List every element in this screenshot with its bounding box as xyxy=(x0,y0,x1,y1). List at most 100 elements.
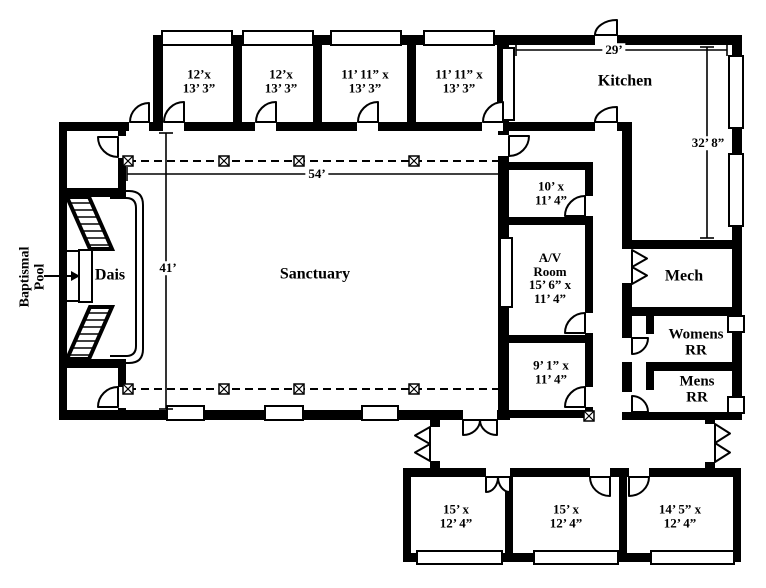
label-storage-10ft: 10’ x 11’ 4” xyxy=(535,179,567,206)
door-arc xyxy=(564,195,586,217)
label-south-room-2: 15’ x 12’ 4” xyxy=(550,502,583,529)
door-openings xyxy=(118,35,715,477)
mens-rr-l2: RR xyxy=(686,389,708,405)
window xyxy=(728,55,744,129)
stairs-lower xyxy=(63,305,116,361)
column-markers xyxy=(122,155,595,422)
column-grid-lines xyxy=(128,160,502,390)
double-door-leaf xyxy=(714,423,731,444)
double-door-leaf xyxy=(631,249,648,268)
wall-sanctuary-top xyxy=(59,122,630,131)
wall-mech-top xyxy=(622,240,742,249)
storage-10ft-dims-l2: 11’ 4” xyxy=(535,192,567,207)
label-classroom-1: 12’x 13’ 3” xyxy=(183,67,216,94)
dimension-sanctuary-depth: 41’ xyxy=(156,261,180,275)
classroom-3-dims-l1: 11’ 11” x xyxy=(341,66,389,82)
double-door-leaf xyxy=(714,442,731,463)
door-arc xyxy=(631,395,649,413)
wall-av-top xyxy=(509,217,593,225)
door-arc xyxy=(508,135,530,157)
south-room-3-dims-l1: 14’ 5” x xyxy=(658,501,702,517)
storage-10ft-dims-l1: 10’ x xyxy=(537,178,565,194)
wall-10ft-top xyxy=(509,162,593,170)
label-baptismal-pool: Baptismal Pool xyxy=(17,246,47,308)
door-arc xyxy=(594,19,618,36)
double-door-leaf xyxy=(414,426,431,445)
door-arc xyxy=(594,106,618,123)
door-arc xyxy=(631,337,649,355)
south-room-3-dims-l2: 12’ 4” xyxy=(663,515,697,530)
door-swings xyxy=(97,19,731,497)
wall-mech-bottom xyxy=(622,307,742,316)
wall-mens-bottom xyxy=(622,412,742,420)
window xyxy=(501,47,515,121)
door-arc xyxy=(357,101,379,123)
womens-rr-l1: Womens xyxy=(668,326,724,343)
door-arc xyxy=(97,386,119,408)
windows xyxy=(161,30,745,565)
window xyxy=(416,550,503,565)
wall-av-bottom xyxy=(509,335,593,343)
window xyxy=(242,30,314,46)
av-room-name-l2: Room xyxy=(533,263,567,279)
room-9ft1-dims-l2: 11’ 4” xyxy=(535,371,567,386)
dimension-kitchen-width: 29’ xyxy=(602,43,626,57)
baptismal-pool-l2: Pool xyxy=(32,263,47,291)
door-arc xyxy=(97,136,119,158)
room-9ft1-dims-l1: 9’ 1” x xyxy=(533,357,569,373)
window xyxy=(533,550,619,565)
wall-class-div3 xyxy=(407,45,416,122)
window xyxy=(727,315,745,333)
double-door-arc xyxy=(497,476,511,493)
south-room-1-dims-l1: 15’ x xyxy=(442,501,470,517)
classroom-1-dims-l2: 13’ 3” xyxy=(182,80,216,95)
window xyxy=(330,30,402,46)
av-window xyxy=(499,237,513,308)
wall-class-div2 xyxy=(313,45,322,122)
baptismal-pool-arrow xyxy=(44,271,80,281)
wall-classwing-left xyxy=(153,35,163,131)
classroom-1-dims-l1: 12’x xyxy=(187,66,211,82)
door-arc xyxy=(564,386,586,408)
classroom-2-dims-l1: 12’x xyxy=(269,66,293,82)
wall-9ft1-bottom xyxy=(509,410,593,418)
window xyxy=(264,405,304,421)
label-room-9ft1: 9’ 1” x 11’ 4” xyxy=(533,358,569,385)
classroom-2-dims-l2: 13’ 3” xyxy=(264,80,298,95)
double-door-arc xyxy=(485,476,499,493)
south-room-2-dims-l1: 15’ x xyxy=(552,501,580,517)
wall-wing-left xyxy=(403,468,411,562)
label-sanctuary: Sanctuary xyxy=(279,265,351,283)
wall-stair-top xyxy=(59,188,126,197)
door-arc xyxy=(589,476,611,497)
door-arc xyxy=(163,101,185,123)
label-classroom-4: 11’ 11” x 13’ 3” xyxy=(435,67,482,94)
wall-wing-div1 xyxy=(505,477,513,553)
window xyxy=(650,550,735,565)
womens-rr-l2: RR xyxy=(685,342,707,358)
double-door-arc xyxy=(462,419,481,436)
double-door-arc xyxy=(479,419,498,436)
mens-rr-l1: Mens xyxy=(679,373,715,390)
stairs-upper xyxy=(63,195,116,251)
south-room-1-dims-l2: 12’ 4” xyxy=(439,515,473,530)
dimension-kitchen-depth: 32’ 8” xyxy=(688,136,728,150)
window xyxy=(161,30,233,46)
label-mens-rr: Mens RR xyxy=(680,374,715,405)
wall-rr-divider xyxy=(646,362,742,371)
wall-wing-div2 xyxy=(619,477,627,553)
baptismal-pool-l1: Baptismal xyxy=(17,246,33,308)
wall-womens-stub xyxy=(646,316,654,334)
label-classroom-2: 12’x 13’ 3” xyxy=(265,67,298,94)
door-arc xyxy=(628,476,650,497)
window xyxy=(728,153,744,227)
window xyxy=(727,396,745,414)
window xyxy=(423,30,495,46)
wall-left-outer xyxy=(59,122,67,420)
baptismal-pool-basin xyxy=(78,249,93,303)
dimension-sanctuary-width: 54’ xyxy=(305,167,329,181)
label-womens-rr: Womens RR xyxy=(668,327,723,358)
door-arc xyxy=(129,102,150,123)
